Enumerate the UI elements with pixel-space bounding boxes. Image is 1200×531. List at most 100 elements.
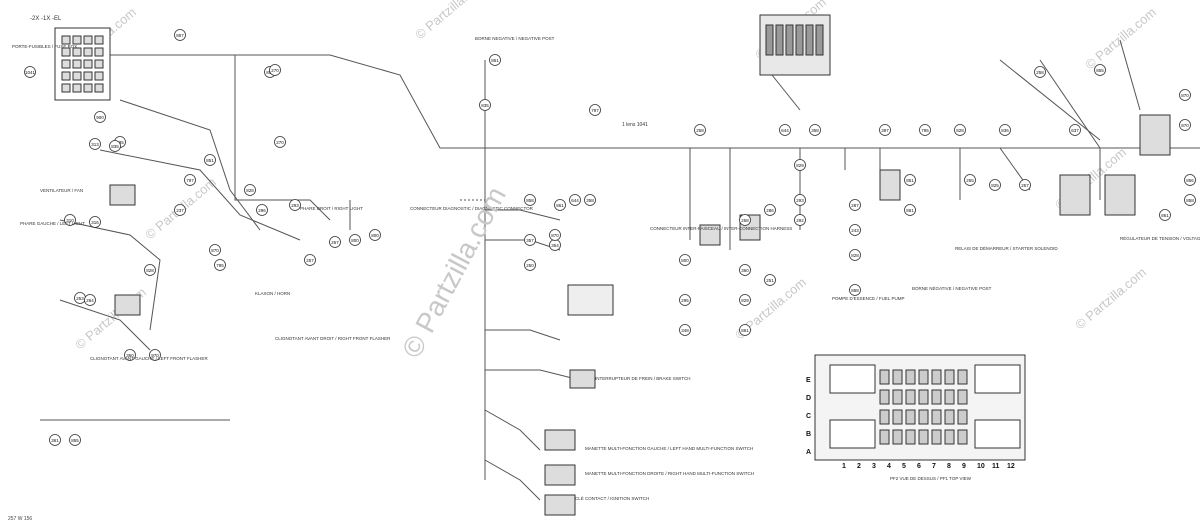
- grid-col-label: 1: [842, 463, 846, 470]
- callout-number: 861: [906, 208, 914, 213]
- callout-number: 270: [276, 140, 284, 145]
- label-right-flasher: CLIGNOTANT AVANT DROIT / RIGHT FRONT FLA…: [275, 336, 391, 341]
- callout-33: 797: [589, 104, 601, 116]
- top-view-fuse: [892, 429, 903, 445]
- top-view-fuse: [931, 389, 942, 405]
- callout-number: 354: [551, 243, 559, 248]
- callout-18: 253: [74, 292, 86, 304]
- fuse-cell: [83, 71, 93, 81]
- fuse-cell: [72, 35, 82, 45]
- top-view-fuse: [905, 389, 916, 405]
- callout-circle: [244, 184, 256, 196]
- callout-circle: [256, 204, 268, 216]
- grid-col-label: 3: [872, 463, 876, 470]
- ecu-pin: [795, 24, 804, 56]
- callout-65: 293: [794, 194, 806, 206]
- callout-25: 296: [256, 204, 268, 216]
- callout-circle: [849, 199, 861, 211]
- callout-64: 292: [794, 214, 806, 226]
- callout-37: 397: [879, 124, 891, 136]
- callout-number: 829: [796, 163, 804, 168]
- grid-col-label: 10: [977, 463, 985, 470]
- top-view-fuse: [879, 389, 890, 405]
- callout-number: 800: [351, 238, 359, 243]
- callout-number: 835: [481, 103, 489, 108]
- callout-circle: [174, 29, 186, 41]
- callout-20: 970: [149, 349, 161, 361]
- label-fuse-box: PORTE-FUSIBLES / FUSE BOX: [12, 44, 77, 49]
- callout-circle: [209, 244, 221, 256]
- callout-48: 861: [1159, 209, 1171, 221]
- callout-number: 293: [796, 198, 804, 203]
- grid-row-label: D: [806, 395, 811, 402]
- fuse-cell: [72, 59, 82, 69]
- callout-49: 858: [524, 194, 536, 206]
- callout-circle: [794, 159, 806, 171]
- callout-circle: [1179, 119, 1191, 131]
- wire-segment: [485, 329, 561, 341]
- callout-number: 828: [146, 268, 154, 273]
- callout-12: 851: [204, 154, 216, 166]
- callout-circle: [764, 274, 776, 286]
- callout-number: 870: [1181, 93, 1189, 98]
- callout-67: 243: [849, 224, 861, 236]
- callout-26: 293: [289, 199, 301, 211]
- callout-number: 861: [1161, 213, 1169, 218]
- callout-36: 358: [809, 124, 821, 136]
- top-view-fuse: [879, 369, 890, 385]
- grid-col-label: 11: [992, 463, 1000, 470]
- callout-circle: [489, 54, 501, 66]
- callout-circle: [809, 124, 821, 136]
- callout-35: 644: [779, 124, 791, 136]
- callout-number: 292: [796, 218, 804, 223]
- callout-68: 828: [849, 249, 861, 261]
- connector-c: [699, 224, 721, 246]
- callout-50: 861: [554, 199, 566, 211]
- callout-24: 828: [244, 184, 256, 196]
- callout-circle: [124, 349, 136, 361]
- callout-circle: [679, 324, 691, 336]
- fuse-cell: [83, 47, 93, 57]
- callout-5: 900: [94, 111, 106, 123]
- callout-number: 397: [881, 128, 889, 133]
- callout-circle: [1034, 66, 1046, 78]
- label-regulator: RÉGULATEUR DE TENSION / VOLTAGE REGULATO…: [1120, 235, 1200, 241]
- regulator-body: [1139, 114, 1171, 156]
- callout-number: 855: [71, 438, 79, 443]
- callout-number: 360: [741, 268, 749, 273]
- switch-right: [544, 464, 576, 486]
- callout-58: 295: [679, 294, 691, 306]
- callout-circle: [739, 294, 751, 306]
- callout-61: 829: [739, 294, 751, 306]
- fuse-cell: [61, 47, 71, 57]
- top-view-fuse: [957, 369, 968, 385]
- callout-number: 861: [741, 328, 749, 333]
- callout-circle: [89, 216, 101, 228]
- fuse-cell: [94, 71, 104, 81]
- fuse-cell: [83, 59, 93, 69]
- ignition-switch: [544, 494, 576, 516]
- wire-segment: [484, 409, 541, 451]
- top-view-relay-1: [829, 364, 876, 394]
- wire-segment: [99, 149, 301, 241]
- top-view-fuse: [944, 389, 955, 405]
- starter-relay: [567, 284, 614, 316]
- grid-row-label: A: [806, 449, 811, 456]
- callout-number: 258: [1036, 70, 1044, 75]
- top-view-fuse: [931, 409, 942, 425]
- callout-23: 855: [69, 434, 81, 446]
- callout-circle: [329, 236, 341, 248]
- callout-number: 237: [176, 208, 184, 213]
- callout-number: 835: [111, 144, 119, 149]
- fan-connector: [109, 184, 136, 206]
- callout-circle: [554, 199, 566, 211]
- callout-number: 257: [306, 258, 314, 263]
- callout-63: 251: [764, 274, 776, 286]
- grid-row-label: C: [806, 413, 811, 420]
- callout-circle: [879, 124, 891, 136]
- label-connector-harness: CONNECTEUR INTER-FAISCEAU / INTER-CONNEC…: [650, 226, 792, 231]
- callout-number: 253: [76, 296, 84, 301]
- ecu-pin: [805, 24, 814, 56]
- callout-44: 870: [1179, 89, 1191, 101]
